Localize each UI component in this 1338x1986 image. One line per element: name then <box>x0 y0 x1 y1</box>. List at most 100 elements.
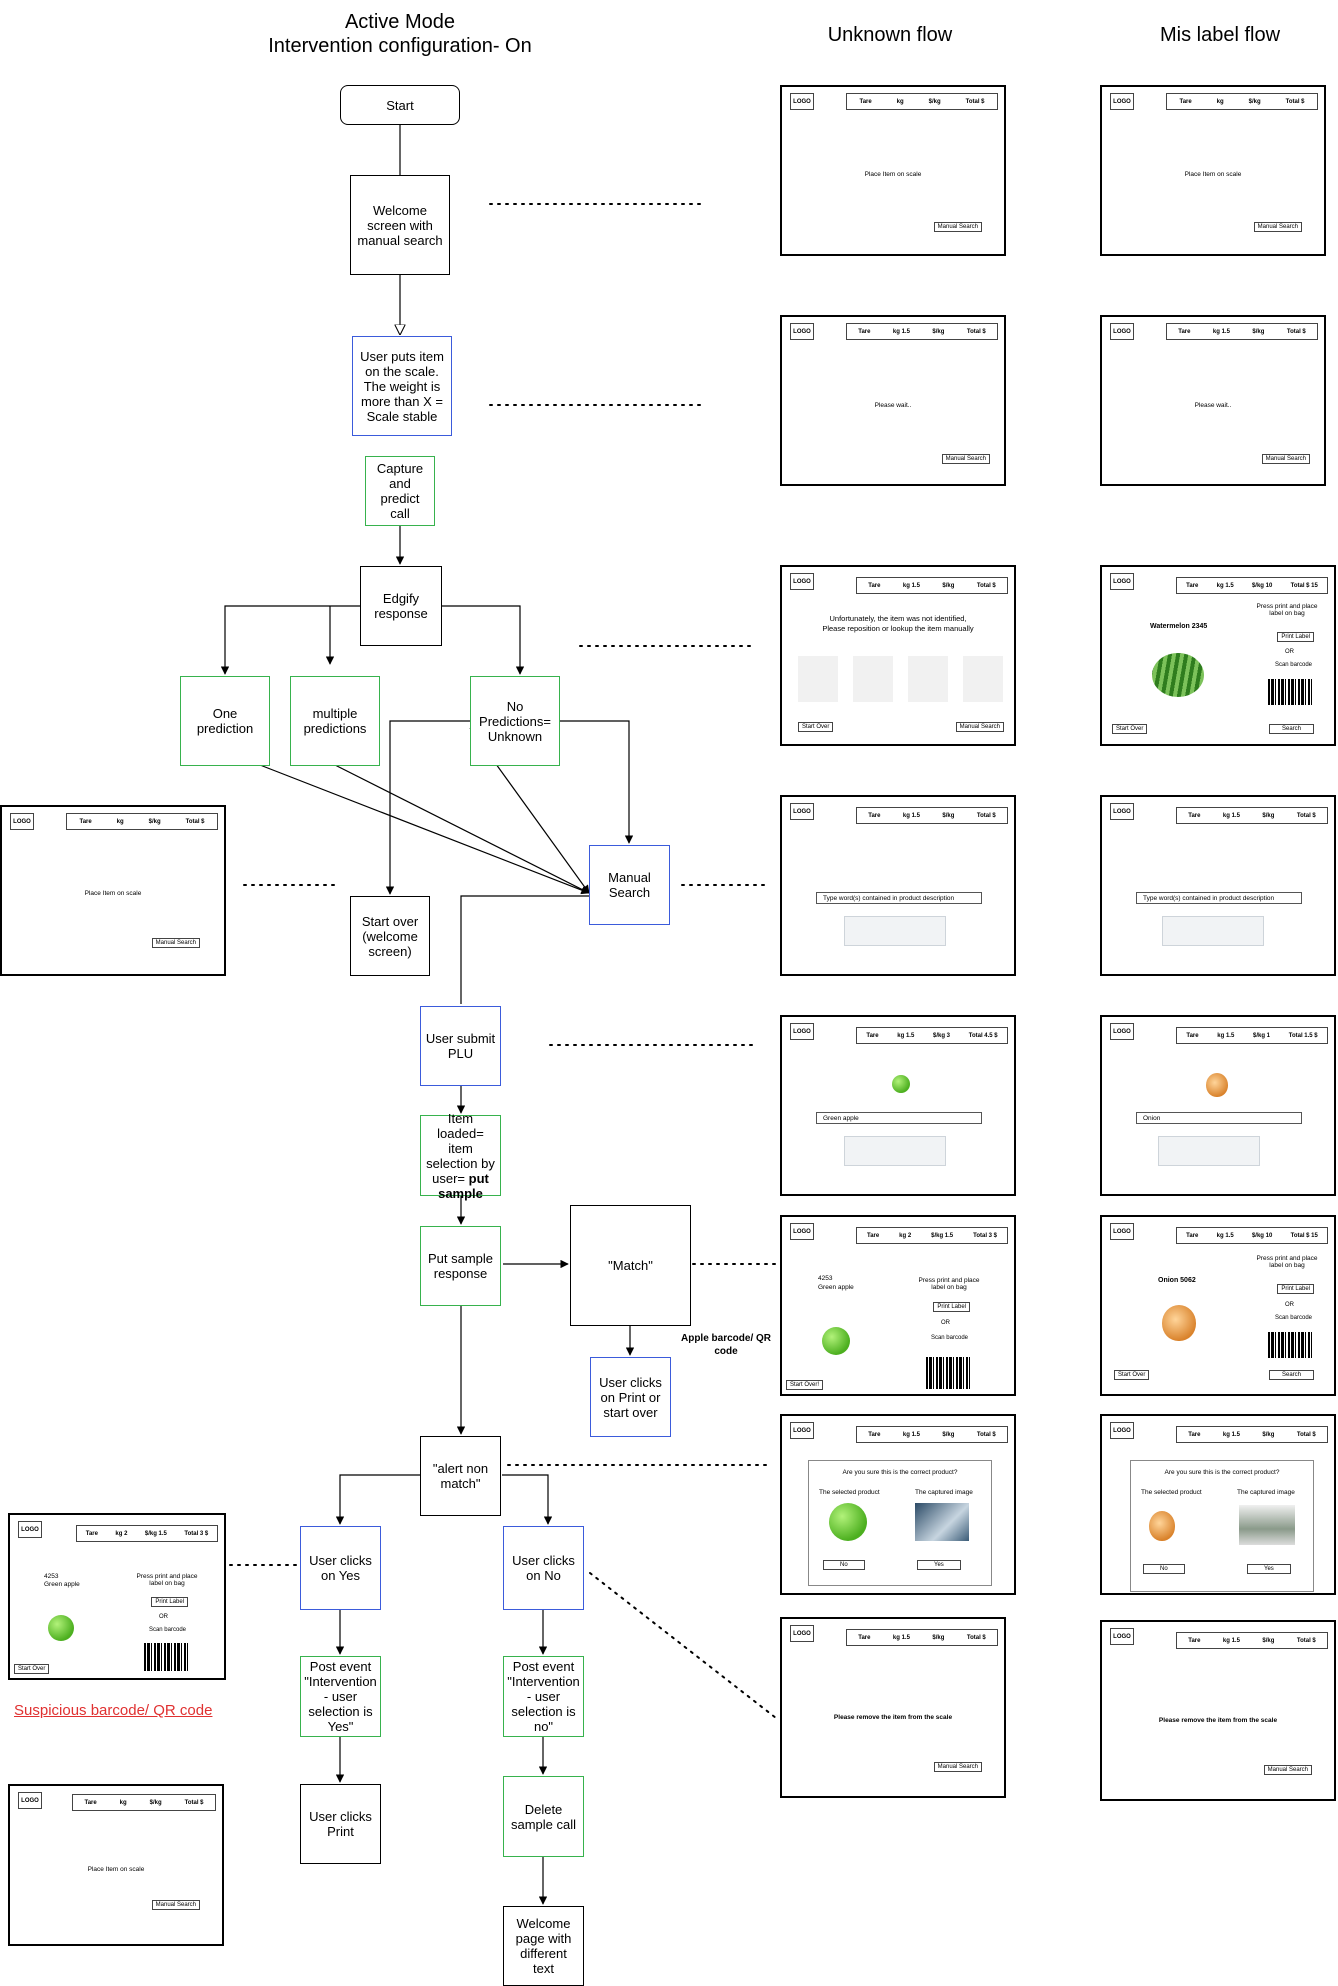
no-button[interactable]: No <box>823 1560 865 1570</box>
price-per-kg: $/kg <box>1262 1431 1275 1438</box>
price-per-kg: $/kg 10 <box>1251 582 1273 589</box>
or-text: OR <box>1285 1302 1294 1308</box>
tare-label: Tare <box>858 328 871 335</box>
search-button[interactable]: Search <box>1268 1370 1314 1380</box>
dot-no <box>589 1572 777 1719</box>
print-label-button[interactable]: Print Label <box>1277 632 1314 642</box>
are-you-sure-text: Are you sure this is the correct product… <box>842 1469 958 1476</box>
apple-icon <box>892 1075 910 1093</box>
logo: LOGO <box>790 1223 814 1240</box>
suggestion-tile[interactable] <box>963 656 1003 702</box>
manual-search-button[interactable]: Manual Search <box>1261 454 1310 464</box>
captured-image-label: The captured image <box>915 1489 973 1496</box>
start-over-button[interactable]: Start Over <box>1112 724 1148 734</box>
barcode-icon <box>1268 1332 1312 1358</box>
product-name: Green apple <box>44 1581 80 1588</box>
node-start: Start <box>340 85 460 125</box>
search-input[interactable]: Onion <box>1136 1112 1302 1124</box>
tare-label: Tare <box>1186 1232 1199 1239</box>
node-item-loaded: Item loaded= item selection by user= put… <box>420 1111 501 1201</box>
keyboard[interactable] <box>844 916 946 946</box>
no-button[interactable]: No <box>1143 1564 1185 1574</box>
captured-image <box>1239 1505 1295 1545</box>
tare-label: Tare <box>1186 582 1199 589</box>
tare-label: Tare <box>1179 98 1192 105</box>
keyboard[interactable] <box>844 1136 946 1166</box>
total-label: Total $ <box>966 328 986 335</box>
node-post-event-yes: Post event "Intervention - user selectio… <box>300 1656 381 1737</box>
header-active-mode-line1: Active Mode <box>344 11 456 33</box>
suggestion-tile[interactable] <box>853 656 893 702</box>
price-per-kg: $/kg <box>1252 328 1265 335</box>
logo: LOGO <box>790 573 814 590</box>
keyboard[interactable] <box>1158 1136 1260 1166</box>
manual-search-button[interactable]: Manual Search <box>955 722 1004 732</box>
price-per-kg: $/kg <box>1262 1637 1275 1644</box>
watermelon-icon <box>1152 653 1204 697</box>
start-over-button[interactable]: Start Over <box>798 722 834 732</box>
logo: LOGO <box>1110 573 1134 590</box>
scan-barcode-text: Scan barcode <box>1274 662 1312 668</box>
kg-label: kg 1.5 <box>1222 812 1240 819</box>
node-no-predictions: No Predictions= Unknown <box>470 676 560 766</box>
item-loaded-bold: put sample <box>438 1170 489 1201</box>
total-label: Total $ <box>1296 1431 1316 1438</box>
print-label-button[interactable]: Print Label <box>1277 1284 1314 1294</box>
price-per-kg: $/kg <box>1248 98 1261 105</box>
manual-search-button[interactable]: Manual Search <box>1263 1765 1312 1775</box>
kg-label: kg 2 <box>115 1530 128 1537</box>
manual-search-button[interactable]: Manual Search <box>941 454 990 464</box>
edge-alert-yes <box>335 1474 420 1525</box>
tare-label: Tare <box>1178 328 1191 335</box>
onion-icon <box>1149 1511 1175 1541</box>
logo: LOGO <box>790 323 814 340</box>
manual-search-button[interactable]: Manual Search <box>933 222 982 232</box>
yes-button[interactable]: Yes <box>1247 1564 1291 1574</box>
manual-search-button[interactable]: Manual Search <box>933 1762 982 1772</box>
apple-icon <box>822 1327 850 1355</box>
suggestion-tile[interactable] <box>908 656 948 702</box>
scan-barcode-text: Scan barcode <box>1274 1315 1312 1321</box>
start-over-button[interactable]: Start Over <box>14 1664 50 1674</box>
price-per-kg: $/kg 1 <box>1253 1032 1271 1039</box>
not-identified-line2: Please reposition or lookup the item man… <box>822 624 974 633</box>
node-delete-sample: Delete sample call <box>503 1776 584 1857</box>
manual-search-button[interactable]: Manual Search <box>1253 222 1302 232</box>
place-item-text: Place Item on scale <box>87 1866 145 1873</box>
start-over-button[interactable]: Start Over <box>1114 1370 1150 1380</box>
manual-search-button[interactable]: Manual Search <box>151 938 200 948</box>
suggestion-tile[interactable] <box>798 656 838 702</box>
total-label: Total $ <box>1296 812 1316 819</box>
search-button[interactable]: Search <box>1268 724 1314 734</box>
start-over-button[interactable]: Start Over! <box>786 1380 824 1390</box>
search-input[interactable]: Green apple <box>816 1112 982 1124</box>
keyboard[interactable] <box>1162 916 1264 946</box>
edge-none-startover <box>385 720 470 895</box>
captured-image <box>915 1503 969 1541</box>
price-per-kg: $/kg 1.5 <box>931 1232 954 1239</box>
search-input[interactable]: Type word(s) contained in product descri… <box>1136 892 1302 904</box>
node-print-or-start-over: User clicks on Print or start over <box>590 1357 671 1437</box>
total-label: Total $ <box>976 812 996 819</box>
node-submit-plu: User submit PLU <box>420 1006 501 1086</box>
search-input[interactable]: Type word(s) contained in product descri… <box>816 892 982 904</box>
scan-barcode-text: Scan barcode <box>148 1627 186 1633</box>
manual-search-button[interactable]: Manual Search <box>151 1900 200 1910</box>
header-unknown-flow: Unknown flow <box>827 24 953 46</box>
node-capture: Capture and predict call <box>365 456 435 526</box>
print-label-button[interactable]: Print Label <box>933 1302 970 1312</box>
print-label-button[interactable]: Print Label <box>151 1597 188 1607</box>
yes-button[interactable]: Yes <box>917 1560 961 1570</box>
